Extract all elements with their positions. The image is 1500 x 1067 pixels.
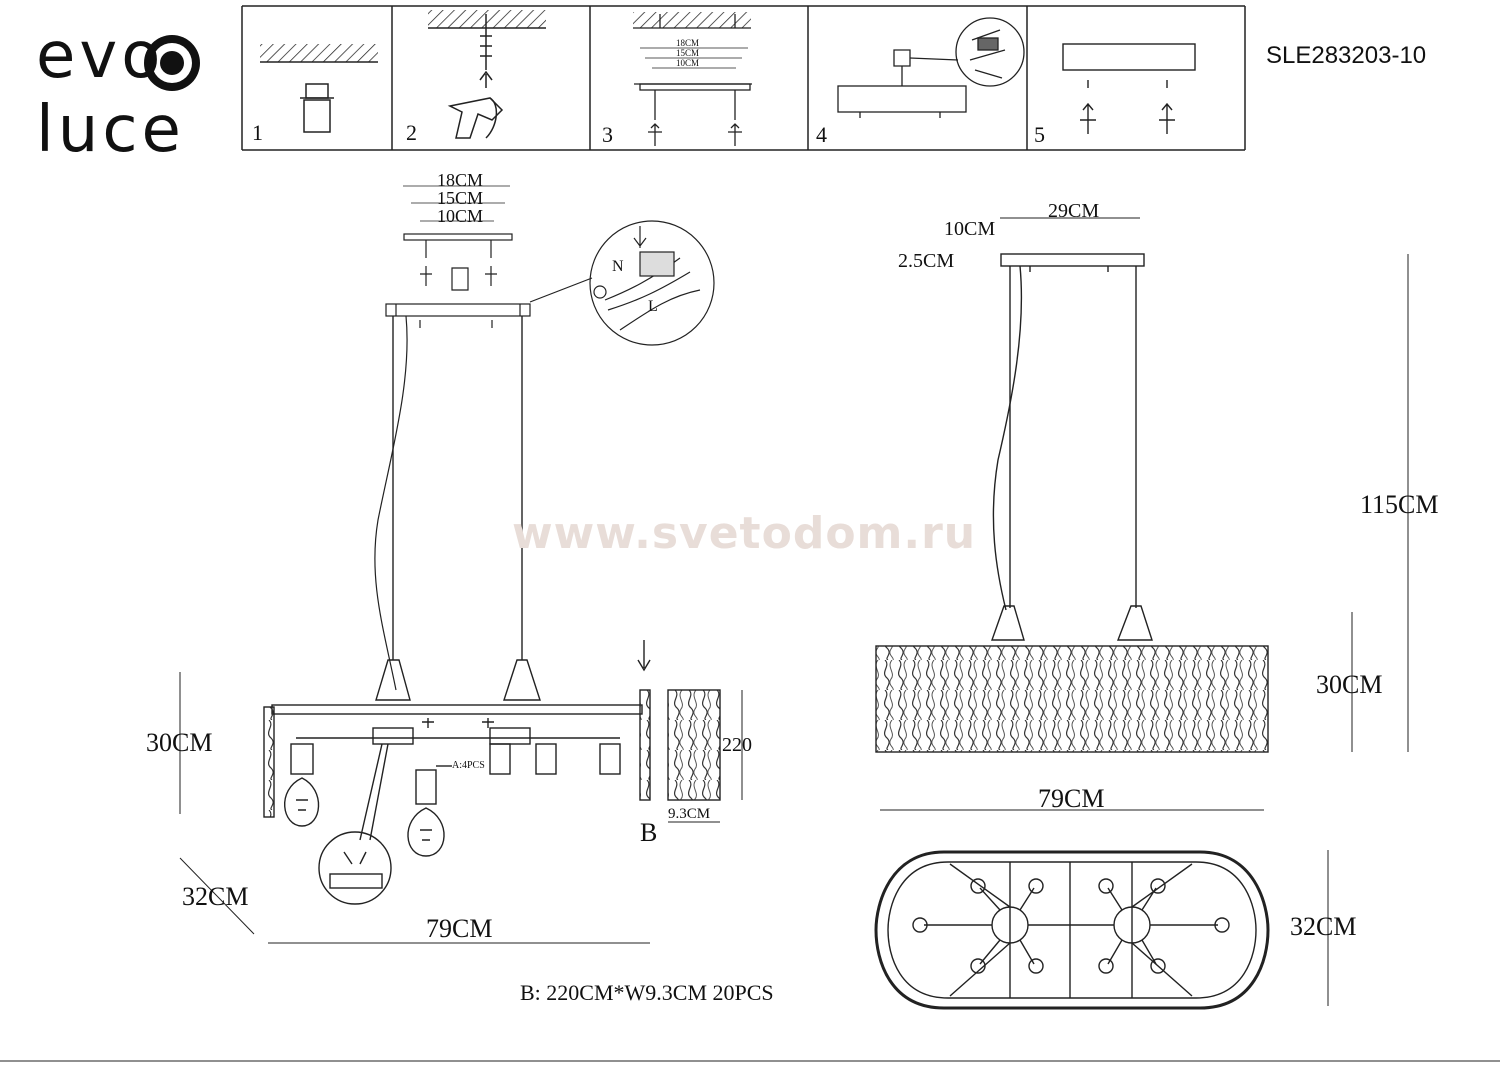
mount-dim-18: 18CM: [437, 170, 484, 190]
front-view-fixture: [263, 315, 651, 905]
step4-illustration: [837, 17, 1025, 118]
step3-dim-labels: 18CM 15CM 10CM: [676, 38, 699, 68]
wire-label-n: N: [612, 258, 624, 275]
shade-height-label: 30CM: [1316, 670, 1383, 699]
panel-width-label: 9.3CM: [668, 806, 711, 822]
logo-target-icon: [144, 35, 200, 91]
panel-height-label: 220: [722, 734, 752, 756]
panel-b-callout: B: [640, 818, 658, 847]
watermark-text: www.svetodom.ru: [512, 508, 977, 559]
front-height-label: 30CM: [146, 728, 213, 757]
watermark: www.svetodom.ru: [512, 508, 976, 559]
front-view-dim-lines: [179, 672, 650, 944]
step3-dim-10: 10CM: [676, 58, 700, 68]
brand-logo-bottom: luce: [36, 93, 185, 167]
socket-note-label: A:4PCS: [452, 760, 485, 771]
mount-dim-10: 10CM: [437, 206, 484, 226]
step-number-1: 1: [252, 120, 263, 145]
canopy-depth-label: 10CM: [944, 218, 996, 240]
side-width-label: 79CM: [1038, 784, 1105, 813]
step3-dim-18: 18CM: [676, 38, 700, 48]
model-code: SLE283203-10: [1266, 42, 1427, 69]
step1-illustration: [260, 44, 378, 133]
brand-logo-top: evo: [36, 19, 165, 93]
step3-dim-15: 15CM: [676, 48, 700, 58]
step2-illustration: [428, 10, 546, 139]
step-number-2: 2: [406, 120, 417, 145]
step-number-4: 4: [816, 122, 827, 147]
mount-dim-15: 15CM: [437, 188, 484, 208]
step3-illustration: [633, 12, 752, 146]
panel-note: B: 220CM*W9.3CM 20PCS: [520, 980, 774, 1005]
total-height-label: 115CM: [1360, 490, 1439, 519]
step-number-5: 5: [1034, 122, 1045, 147]
step-number-3: 3: [602, 122, 613, 147]
wire-label-l: L: [648, 298, 658, 315]
front-view-mounting: [385, 185, 715, 346]
header-frame: [0, 5, 1500, 1062]
canopy-width-label: 29CM: [1048, 200, 1100, 222]
step5-illustration: [1062, 43, 1196, 134]
canopy-height-label: 2.5CM: [898, 250, 955, 272]
front-width-label: 79CM: [426, 914, 493, 943]
panel-b: [637, 640, 743, 823]
front-depth-label: 32CM: [182, 882, 249, 911]
plan-view: [874, 850, 1270, 1010]
side-view-dim-lines: [880, 254, 1409, 1006]
side-depth-label: 32CM: [1290, 912, 1357, 941]
side-view-fixture: [875, 217, 1269, 753]
brand-logo: evo luce: [36, 24, 185, 162]
